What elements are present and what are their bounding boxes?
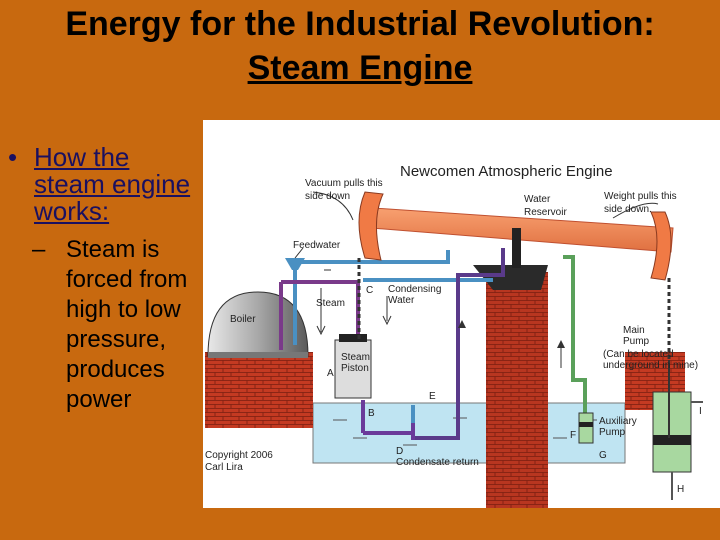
reservoir-label-1: Water: [524, 194, 551, 205]
bullet-text-1: How the steam engine works:: [34, 142, 191, 226]
steam-label: Steam: [316, 298, 345, 309]
bullet-dash: –: [32, 236, 46, 263]
newcomen-diagram: Newcomen Atmospheric Engine Vacuum pulls…: [203, 120, 720, 508]
letter-d: D: [396, 446, 403, 457]
letter-b: B: [368, 408, 375, 419]
title-line-2: Steam Engine: [247, 49, 473, 87]
slide-title: Energy for the Industrial Revolution: St…: [0, 2, 720, 90]
steam-piston-label-2: Piston: [341, 363, 369, 374]
feedwater-funnel: [285, 258, 305, 270]
letter-g: G: [599, 450, 607, 461]
reservoir-label-2: Reservoir: [524, 207, 567, 218]
main-pump: [652, 391, 692, 473]
letter-a: A: [327, 368, 334, 379]
brick-tower: [486, 272, 548, 508]
letter-c: C: [366, 285, 373, 296]
letter-f: F: [570, 430, 576, 441]
letter-h: H: [677, 484, 684, 495]
bullet-text-2: Steam is forced from high to low pressur…: [66, 236, 188, 413]
weight-label-1: Weight pulls this: [604, 191, 677, 202]
aux-pump-label-1: Auxiliary: [599, 416, 637, 427]
letter-i: I: [699, 406, 702, 417]
title-line-1: Energy for the Industrial Revolution:: [65, 5, 655, 43]
auxiliary-pump: [578, 412, 594, 444]
beam-pivot: [512, 228, 521, 268]
condensing-water-pipe: [413, 248, 505, 440]
diagram-title: Newcomen Atmospheric Engine: [400, 163, 613, 180]
boiler-base: [205, 352, 313, 410]
bullet-dot: •: [8, 142, 18, 172]
steam-piston-label-1: Steam: [341, 352, 370, 363]
condensing-label-2: Water: [388, 295, 415, 306]
bullet-list: • How the steam engine works: – Steam is…: [8, 144, 203, 415]
tower-cap: [473, 265, 548, 290]
aux-pump-pipe: [571, 257, 587, 415]
condensate-tank: [312, 402, 626, 464]
bullet-item-1: • How the steam engine works:: [8, 144, 203, 225]
letter-e: E: [429, 391, 436, 402]
copyright-label-2: Carl Lira: [205, 462, 243, 473]
condensing-label-1: Condensing: [388, 284, 441, 295]
aux-pump-label-2: Pump: [599, 427, 626, 438]
feedwater-label: Feedwater: [293, 240, 341, 251]
bullet-item-2: – Steam is forced from high to low press…: [32, 235, 203, 415]
main-pump-label-1: Main: [623, 325, 645, 336]
main-pump-label-4: underground in mine): [603, 360, 698, 371]
main-pump-label-2: Pump: [623, 336, 650, 347]
vacuum-label-2: side down: [305, 191, 350, 202]
boiler-label: Boiler: [230, 314, 256, 325]
main-pump-label-3: (Can be located: [603, 349, 674, 360]
condensate-label: Condensate return: [396, 457, 479, 468]
diagram-svg: Newcomen Atmospheric Engine Vacuum pulls…: [205, 163, 703, 508]
vacuum-label-1: Vacuum pulls this: [305, 178, 383, 189]
copyright-label-1: Copyright 2006: [205, 450, 273, 461]
weight-label-2: side down.: [604, 204, 652, 215]
